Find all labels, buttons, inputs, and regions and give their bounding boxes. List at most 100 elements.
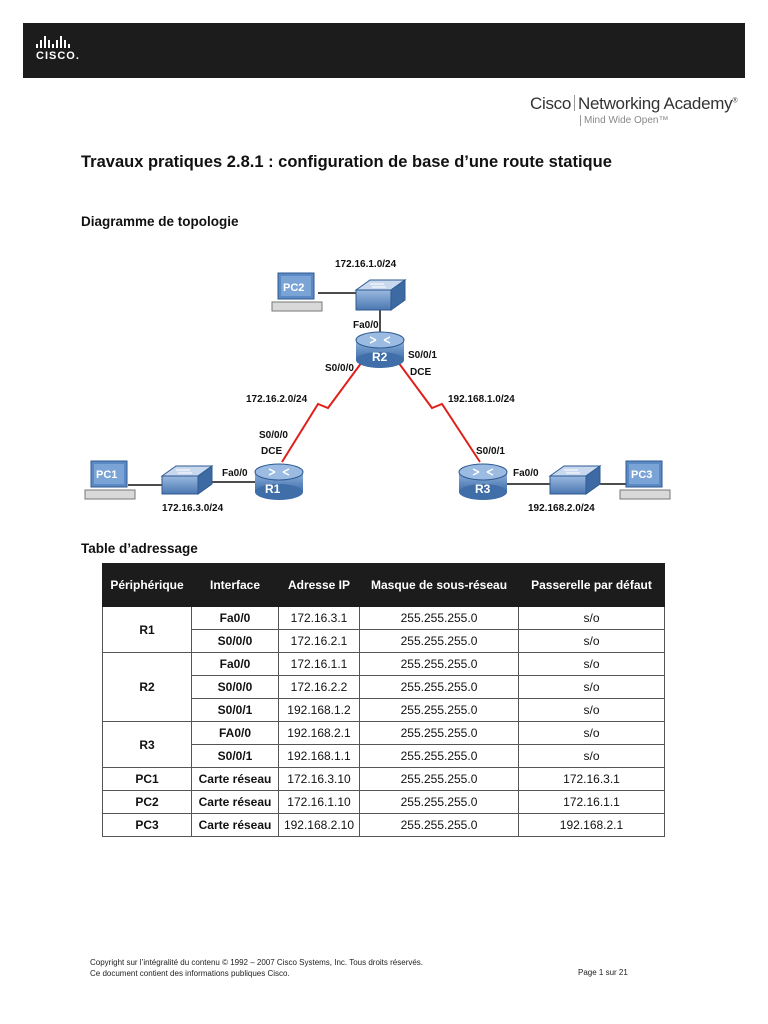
r3-label: R3 [475, 482, 491, 496]
footer: Copyright sur l’intégralité du contenu ©… [90, 957, 423, 979]
mask-cell: 255.255.255.0 [359, 744, 519, 768]
r3-router-icon: R3 [458, 463, 508, 500]
footer-notice: Ce document contient des informations pu… [90, 969, 290, 978]
switch-left-icon [160, 465, 214, 495]
pc2-icon: PC2 [271, 272, 323, 312]
pc1-icon: PC1 [84, 460, 136, 500]
cisco-logo-text: CISCO. [36, 50, 80, 62]
header-mask: Masque de sous-réseau [359, 563, 519, 607]
gateway-cell: s/o [518, 606, 665, 630]
academy-brand: Cisco [530, 94, 572, 113]
cisco-logo: CISCO. [36, 36, 80, 62]
serial-link-r2-r3 [397, 361, 481, 463]
mask-cell: 255.255.255.0 [359, 652, 519, 676]
registered-mark: ® [732, 97, 738, 105]
interface-cell: FA0/0 [191, 721, 279, 745]
interface-cell: Carte réseau [191, 790, 279, 814]
label-r2-s001: S0/0/1 [408, 350, 437, 361]
header-device: Périphérique [102, 563, 192, 607]
label-r2-dce: DCE [410, 367, 431, 378]
interface-cell: S0/0/0 [191, 629, 279, 653]
table-row: R3 FA0/0 192.168.2.1 255.255.255.0 s/o [102, 721, 665, 768]
mask-cell: 255.255.255.0 [359, 767, 519, 791]
switch-top-icon [354, 279, 407, 311]
ip-cell: 192.168.2.10 [278, 813, 360, 837]
interface-cell: S0/0/1 [191, 744, 279, 768]
serial-link-r1-r2 [281, 361, 363, 463]
ip-cell: 172.16.1.10 [278, 790, 360, 814]
mask-cell: 255.255.255.0 [359, 721, 519, 745]
page-number: Page 1 sur 21 [578, 968, 628, 977]
interface-cell: S0/0/1 [191, 698, 279, 722]
label-r3-fa: Fa0/0 [513, 468, 539, 479]
device-cell: PC3 [102, 813, 192, 837]
label-r1-s000: S0/0/0 [259, 430, 288, 441]
ip-cell: 172.16.3.1 [278, 606, 360, 630]
interface-cell: S0/0/0 [191, 675, 279, 699]
pc3-label: PC3 [631, 469, 652, 481]
header-gateway: Passerelle par défaut [518, 563, 665, 607]
document-title: Travaux pratiques 2.8.1 : configuration … [81, 153, 612, 171]
mask-cell: 255.255.255.0 [359, 698, 519, 722]
academy-logo: Cisco Networking Academy® Mind Wide Open™ [530, 94, 737, 126]
label-r3-s001: S0/0/1 [476, 446, 505, 457]
gateway-cell: 172.16.1.1 [518, 790, 665, 814]
ip-cell: 172.16.1.1 [278, 652, 360, 676]
label-net-right: 192.168.1.0/24 [448, 394, 515, 405]
gateway-cell: s/o [518, 744, 665, 768]
gateway-cell: s/o [518, 652, 665, 676]
label-net-bl: 172.16.3.0/24 [162, 503, 224, 514]
academy-tagline: Mind Wide Open™ [580, 115, 737, 126]
r1-label: R1 [265, 482, 281, 496]
table-row: PC3 Carte réseau 192.168.2.10 255.255.25… [102, 813, 665, 837]
device-cell: PC2 [102, 790, 192, 814]
pc2-label: PC2 [283, 282, 304, 294]
address-table-heading: Table d’adressage [81, 541, 198, 556]
topology-heading: Diagramme de topologie [81, 214, 239, 229]
footer-copyright: Copyright sur l’intégralité du contenu ©… [90, 958, 424, 967]
interface-cell: Fa0/0 [191, 652, 279, 676]
label-r1-dce: DCE [261, 446, 282, 457]
interface-cell: Fa0/0 [191, 606, 279, 630]
label-net-top: 172.16.1.0/24 [335, 259, 397, 270]
ip-cell: 172.16.2.2 [278, 675, 360, 699]
device-cell: R2 [102, 652, 192, 722]
gateway-cell: s/o [518, 675, 665, 699]
address-table: Périphérique Interface Adresse IP Masque… [102, 563, 665, 837]
pc3-icon: PC3 [619, 460, 671, 500]
r2-label: R2 [372, 350, 388, 364]
r2-router-icon: R2 [355, 331, 405, 368]
gateway-cell: s/o [518, 721, 665, 745]
mask-cell: 255.255.255.0 [359, 675, 519, 699]
academy-name: Networking Academy [578, 94, 733, 113]
device-cell: R1 [102, 606, 192, 653]
mask-cell: 255.255.255.0 [359, 629, 519, 653]
mask-cell: 255.255.255.0 [359, 790, 519, 814]
ip-cell: 172.16.2.1 [278, 629, 360, 653]
table-row: R1 Fa0/0 172.16.3.1 255.255.255.0 s/o [102, 606, 665, 653]
ip-cell: 192.168.2.1 [278, 721, 360, 745]
ip-cell: 192.168.1.2 [278, 698, 360, 722]
header-ip: Adresse IP [278, 563, 360, 607]
gateway-cell: s/o [518, 629, 665, 653]
interface-cell: Carte réseau [191, 767, 279, 791]
cisco-bars-icon [36, 36, 80, 48]
table-row: PC2 Carte réseau 172.16.1.10 255.255.255… [102, 790, 665, 814]
table-header-row: Périphérique Interface Adresse IP Masque… [102, 563, 665, 607]
ip-cell: 172.16.3.10 [278, 767, 360, 791]
header-interface: Interface [191, 563, 279, 607]
pc1-label: PC1 [96, 469, 117, 481]
table-row: R2 Fa0/0 172.16.1.1 255.255.255.0 s/o [102, 652, 665, 722]
label-r1-fa: Fa0/0 [222, 468, 248, 479]
device-cell: PC1 [102, 767, 192, 791]
r1-router-icon: R1 [254, 463, 304, 500]
table-row: S0/0/1 192.168.1.1 255.255.255.0 s/o [103, 744, 665, 768]
header-bar: CISCO. [23, 23, 745, 78]
mask-cell: 255.255.255.0 [359, 813, 519, 837]
device-cell: R3 [102, 721, 192, 768]
switch-right-icon [548, 465, 602, 495]
gateway-cell: 192.168.2.1 [518, 813, 665, 837]
label-net-left: 172.16.2.0/24 [246, 394, 308, 405]
label-r2-s000: S0/0/0 [325, 363, 354, 374]
gateway-cell: s/o [518, 698, 665, 722]
